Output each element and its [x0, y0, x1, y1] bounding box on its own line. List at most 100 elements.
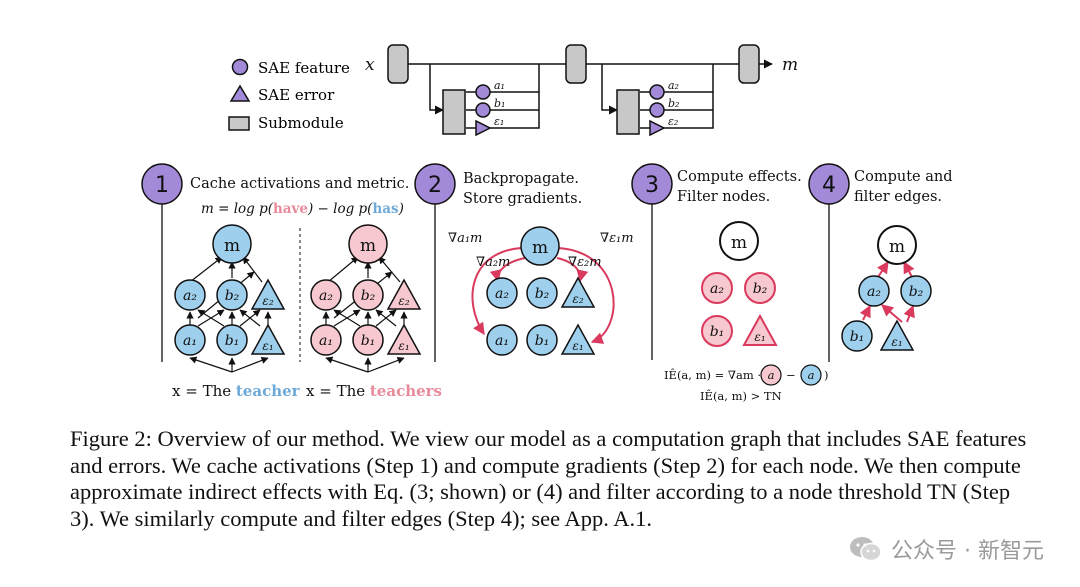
label-a2: a₂	[668, 79, 679, 92]
legend: SAE feature SAE error Submodule	[228, 58, 350, 132]
label-e2: ε₂	[398, 294, 409, 308]
feature-a2-node	[649, 84, 665, 100]
step-4-badge	[808, 163, 850, 205]
step-1-node-labels: m a₂ b₂ ε₂ a₁ b₁ ε₁ m a₂ b₂ ε₂ a₁ b₁ ε₁	[183, 236, 410, 353]
threshold-equation: IÊ(a, m) > TN	[700, 389, 782, 403]
grad-e2-label: ∇ε₂m	[568, 255, 602, 270]
left-input-text: x = The teacher	[172, 382, 301, 400]
node-m	[212, 224, 252, 264]
label-b2: b₂	[909, 284, 924, 300]
step-2-badge	[414, 163, 456, 205]
legend-error-label: SAE error	[258, 86, 335, 104]
step-1-edges	[186, 256, 408, 373]
step-3-graph	[701, 221, 778, 347]
label-b1: b₁	[850, 329, 865, 345]
label-e1: ε₁	[754, 330, 765, 344]
eq-minus: −	[786, 368, 796, 382]
node-a1	[486, 324, 518, 356]
feature-b2-node	[649, 102, 665, 118]
node-a1	[174, 324, 206, 356]
step-4-number: 4	[822, 173, 836, 198]
step-2-graph	[486, 226, 596, 356]
node-e1	[560, 323, 596, 355]
label-a2: a₂	[710, 281, 724, 297]
method-overview-figure: SAE feature SAE error Submodule x m	[141, 44, 952, 403]
label-a1: a₁	[494, 79, 505, 92]
eq-close: )	[824, 368, 829, 382]
computation-graph: x m	[365, 55, 798, 129]
legend-submodule-label: Submodule	[258, 114, 344, 132]
step-1-badge	[141, 163, 183, 205]
label-a1: a₁	[183, 333, 197, 349]
label-b1: b₁	[710, 324, 725, 340]
label-a2: a₂	[183, 288, 197, 304]
step-3-equations: IÊ(a, m) = ∇am · ( a − a ) IÊ(a, m) > TN	[664, 364, 829, 403]
submodule-box	[565, 44, 587, 84]
label-m: m	[532, 238, 548, 258]
step-3-title-line1: Compute effects.	[677, 169, 802, 185]
sae-feature-legend-icon	[231, 58, 249, 76]
step-1-left-graph	[174, 224, 286, 356]
label-m: m	[224, 236, 240, 256]
step-4-title-line2: filter edges.	[854, 189, 942, 205]
top-submodules	[387, 44, 760, 135]
wechat-icon	[850, 537, 882, 562]
right-input-text: x = The teachers	[306, 382, 442, 400]
node-e1	[386, 323, 422, 355]
label-e1: ε₁	[262, 339, 273, 353]
label-e2: ε₂	[668, 115, 678, 128]
node-a2	[486, 277, 518, 309]
label-b2: b₂	[225, 288, 240, 304]
label-a2: a₂	[867, 284, 881, 300]
grad-a2-label: ∇a₂m	[476, 255, 510, 270]
eq-node-a-pink	[760, 364, 782, 386]
step-1-title: Cache activations and metric.	[190, 176, 409, 192]
sae-error-legend-icon	[229, 84, 251, 102]
submodule-box	[738, 44, 760, 84]
node-m	[719, 221, 759, 261]
node-b1	[526, 324, 558, 356]
top-node-labels: a₁ b₁ ε₁ a₂ b₂ ε₂	[494, 79, 679, 128]
feature-a1-node	[475, 84, 491, 100]
watermark: 公众号 · 新智元	[849, 533, 1044, 565]
label-e1: ε₁	[891, 335, 902, 349]
label-e1: ε₁	[398, 339, 409, 353]
submodule-box	[616, 89, 640, 135]
node-e2	[386, 278, 422, 310]
label-e1: ε₁	[494, 115, 504, 128]
eq-node-a-blue	[800, 364, 822, 386]
node-b1	[216, 324, 248, 356]
label-a1: a₁	[495, 333, 509, 349]
error-e2-node	[649, 119, 666, 137]
node-b2	[744, 272, 776, 304]
label-b2: b₂	[753, 281, 768, 297]
step-3-title-line2: Filter nodes.	[677, 189, 770, 205]
step-2-gradient-arrows	[471, 247, 615, 344]
feature-b1-node	[475, 102, 491, 118]
label-b2: b₂	[535, 286, 550, 302]
node-e1	[879, 319, 915, 351]
step-2-title-line2: Store gradients.	[463, 191, 582, 207]
metric-formula: m = log p(have) − log p(has)	[201, 201, 404, 217]
input-x-label: x	[365, 55, 375, 75]
step-4-graph	[841, 225, 932, 352]
node-m	[348, 224, 388, 264]
node-b1	[841, 320, 873, 352]
step-headings: Cache activations and metric. Backpropag…	[190, 169, 952, 207]
output-m-label: m	[782, 55, 798, 75]
step-badges: 1 2 3 4	[141, 163, 850, 362]
eq-label-a: a	[808, 368, 815, 382]
label-b1: b₁	[535, 333, 550, 349]
node-b2	[352, 279, 384, 311]
node-m	[877, 225, 917, 265]
eq-label-a: a	[768, 368, 775, 382]
grad-a1-label: ∇a₁m	[448, 231, 482, 246]
node-b1	[352, 324, 384, 356]
node-a2	[701, 272, 733, 304]
label-e2: ε₂	[572, 292, 583, 306]
node-a2	[858, 275, 890, 307]
label-e1: ε₁	[572, 339, 583, 353]
label-a2: a₂	[495, 286, 509, 302]
step-2-number: 2	[428, 173, 442, 198]
step-4-title-line1: Compute and	[854, 169, 952, 185]
